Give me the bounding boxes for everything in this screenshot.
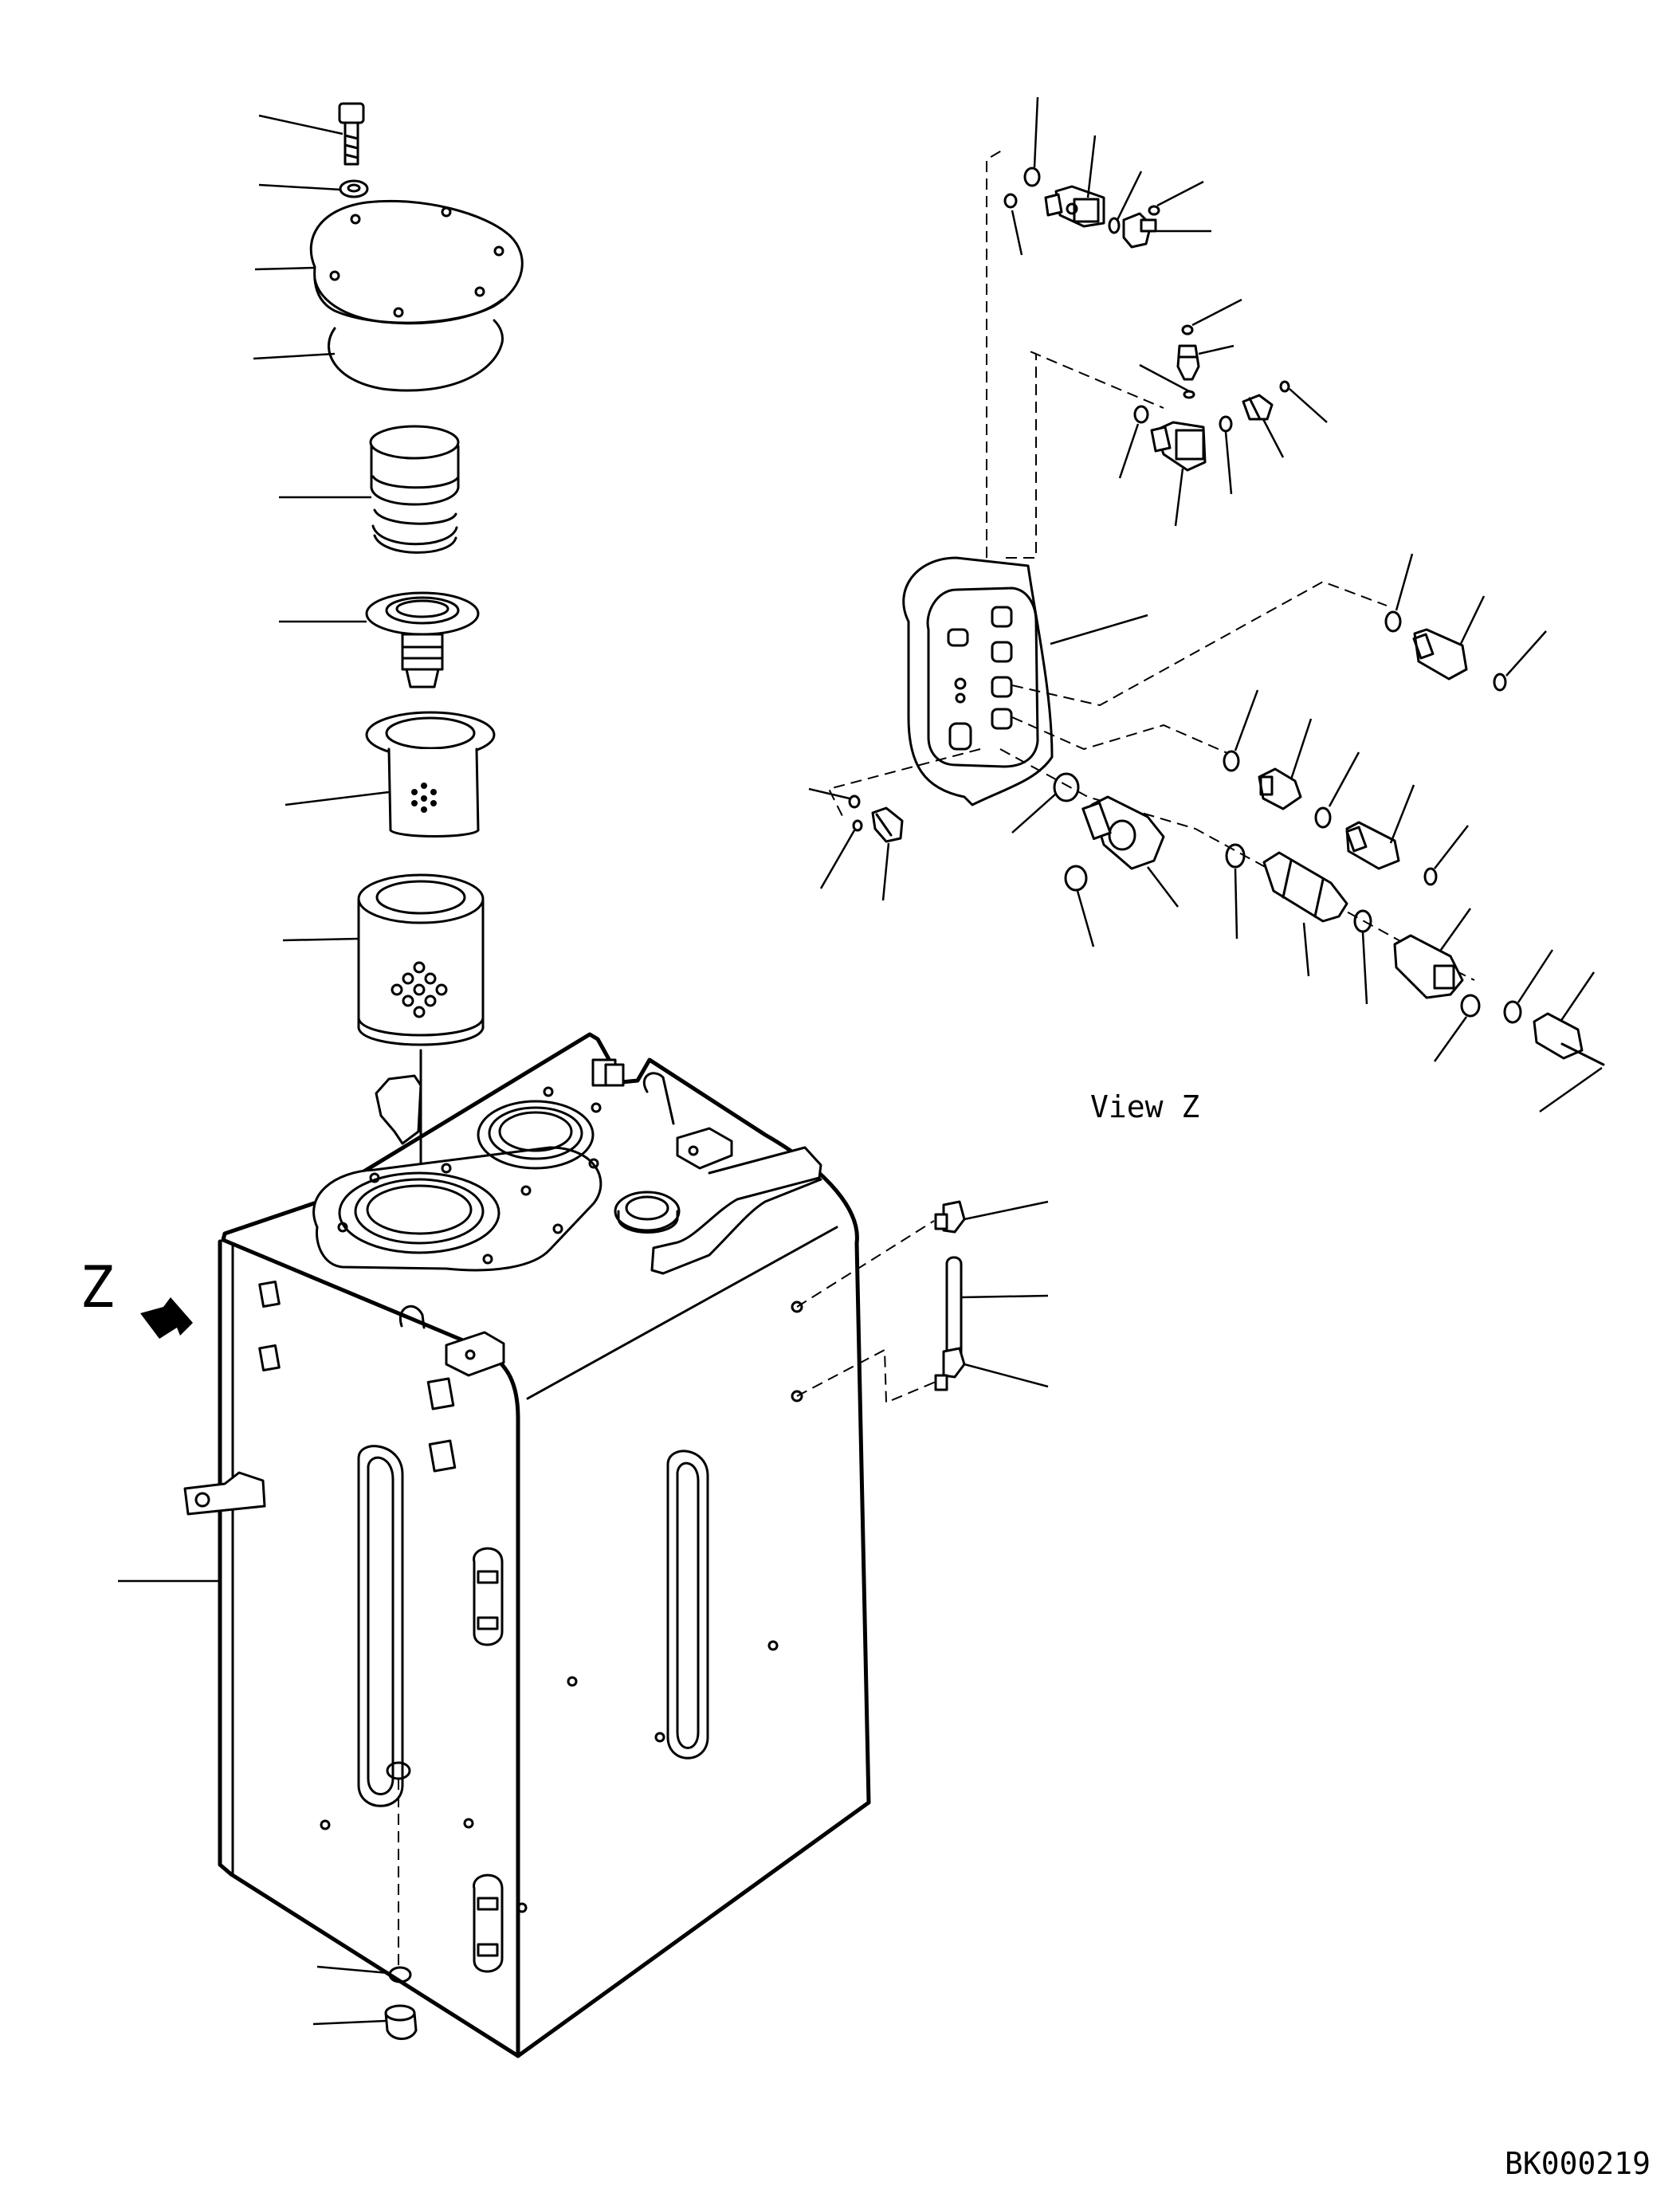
- level-gauge-lower-elbow: [934, 1347, 966, 1391]
- vz-small-fitting-left: [871, 806, 904, 843]
- drawing-code: BK000219: [1505, 2146, 1651, 2181]
- vz-oring-16: [852, 819, 863, 832]
- vz-oring-1: [1023, 167, 1041, 187]
- cover-gasket: [328, 319, 504, 392]
- suction-strainer: [365, 711, 496, 838]
- vz-oring-11: [1493, 673, 1507, 692]
- filter-element-mark: [391, 961, 448, 1018]
- vz-pressure-sensor-2: [1345, 821, 1400, 870]
- vz-oring-20: [1353, 909, 1372, 933]
- vz-sensor-small: [1242, 394, 1274, 421]
- view-z-mounting-plate: [902, 556, 1054, 806]
- level-gauge-upper-elbow: [934, 1200, 966, 1234]
- vz-fitting-small: [1176, 344, 1200, 381]
- level-gauge-tube: [945, 1256, 963, 1363]
- tank-cover-plate: [309, 199, 524, 325]
- tank-top-plate-right: [650, 1146, 822, 1275]
- cover-bolt: [338, 102, 365, 166]
- vz-pressure-sensor-1: [1412, 628, 1468, 681]
- vz-oring-17: [1053, 772, 1080, 802]
- level-gauge-leaders: [960, 1200, 1049, 1388]
- vz-temperature-sensor: [1533, 1012, 1605, 1066]
- vz-oring-14: [1423, 867, 1438, 886]
- filter-element: [357, 873, 485, 1046]
- drain-plug: [384, 2004, 418, 2040]
- tank-top-bracket-left: [375, 1074, 422, 1145]
- level-sensor-bracket: [591, 1058, 733, 1170]
- vz-check-valve: [1258, 767, 1302, 810]
- vz-oring-7: [1133, 405, 1149, 424]
- vz-elbow-top: [1122, 212, 1157, 249]
- vz-oring-12: [1223, 750, 1240, 772]
- vz-adapter-long: [1262, 851, 1348, 923]
- tank-leaders: [118, 1579, 390, 2026]
- vz-solenoid-valve: [1150, 421, 1207, 472]
- bypass-valve: [365, 591, 480, 689]
- tank-top-hook: [398, 1304, 505, 1377]
- view-marker-letter: Z: [80, 1253, 114, 1320]
- vz-oring-19: [1225, 843, 1246, 869]
- vz-oring-22: [1503, 1000, 1522, 1024]
- vz-oring-3: [1108, 217, 1121, 234]
- vz-oring-13: [1314, 806, 1332, 829]
- vz-oring-9: [1279, 380, 1290, 393]
- strainer-spring: [369, 425, 460, 554]
- vz-swivel-block: [1081, 795, 1165, 870]
- cover-washer: [339, 179, 369, 198]
- vz-oring-10: [1384, 610, 1402, 633]
- vz-pressure-switch-top: [1044, 185, 1105, 228]
- view-z-label: View Z: [1090, 1089, 1199, 1124]
- vz-oring-4: [1148, 205, 1160, 216]
- vz-oring-15: [848, 794, 861, 809]
- drain-o-ring: [388, 1966, 412, 1983]
- tank-top-filter-flange: [312, 1086, 603, 1272]
- vz-oring-5: [1181, 324, 1194, 335]
- left-stack-leaders: [253, 114, 390, 942]
- view-z-leaders: [808, 96, 1603, 1113]
- breather-cap: [614, 1191, 681, 1234]
- vz-oring-18: [1064, 865, 1088, 892]
- vz-tee-adapter: [1393, 934, 1464, 999]
- vz-oring-21: [1460, 994, 1481, 1018]
- vz-oring-8: [1219, 415, 1233, 433]
- view-z-arrow: [140, 1297, 193, 1339]
- vz-oring-2: [1003, 193, 1018, 209]
